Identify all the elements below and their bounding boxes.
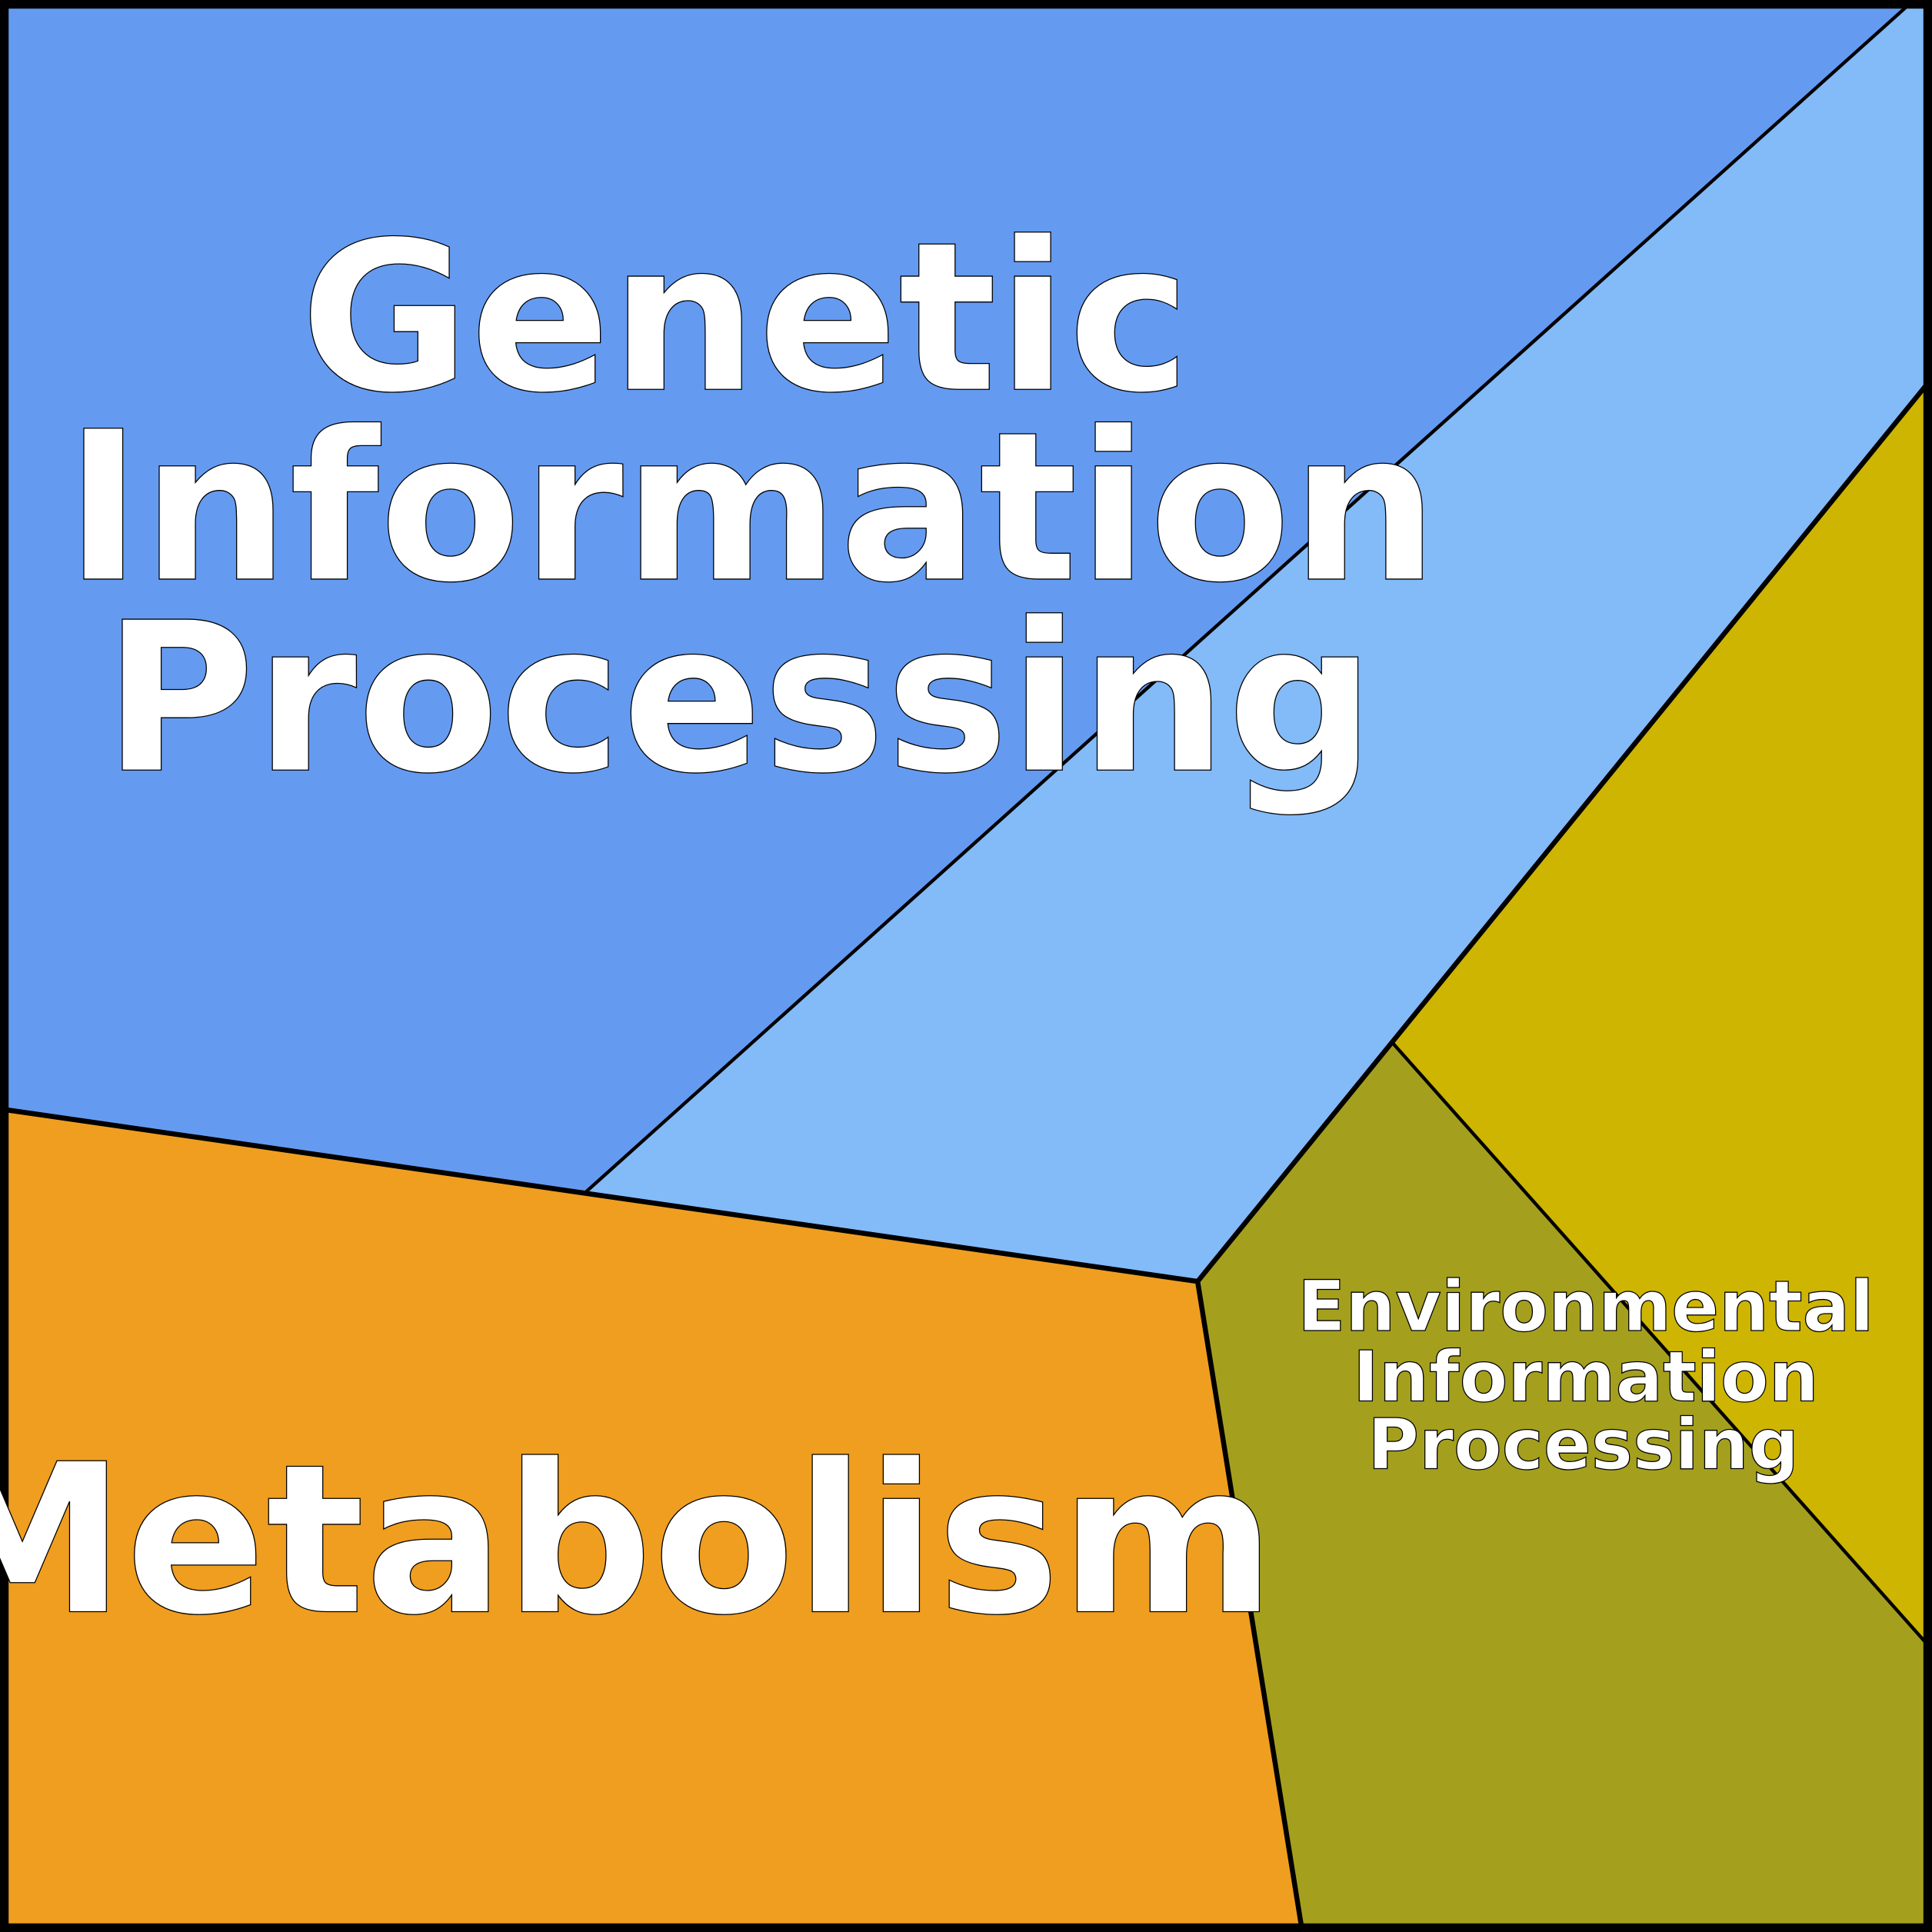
genetic-label-line-2: Information: [65, 388, 1438, 628]
genetic-label-line-3: Processing: [103, 578, 1375, 819]
genetic-label-line-1: Genetic: [300, 198, 1191, 438]
divider-line: [1195, 384, 1928, 1284]
environmental-label-line-1: Environmental: [1297, 1265, 1874, 1347]
environmental-label-line-2: Information: [1353, 1336, 1819, 1418]
metabolism-label: Metabolism: [0, 1420, 1276, 1661]
divider-line: [0, 1106, 1198, 1284]
environmental-label-line-3: Processing: [1367, 1404, 1799, 1486]
divider-line: [1195, 1281, 1305, 1932]
